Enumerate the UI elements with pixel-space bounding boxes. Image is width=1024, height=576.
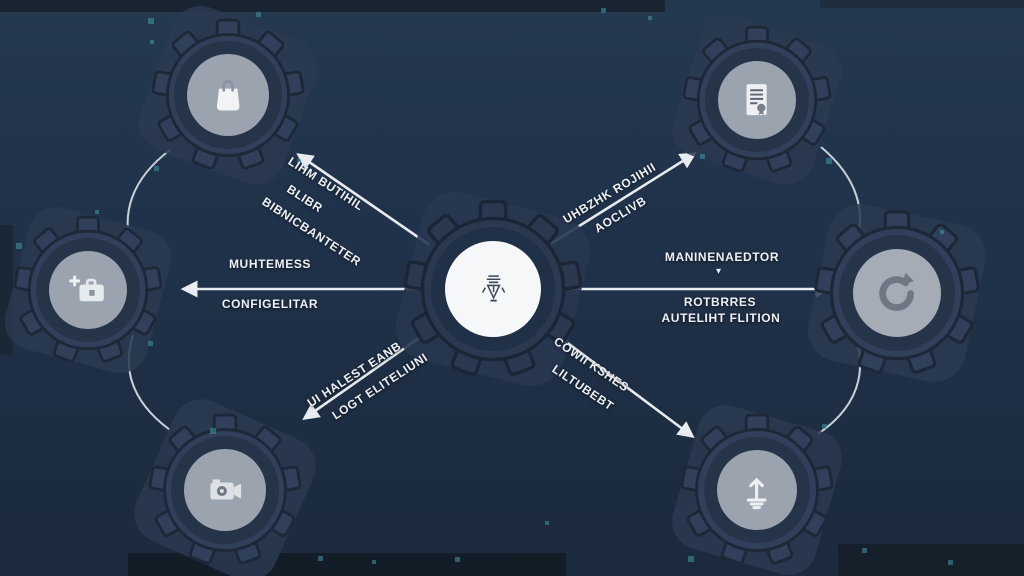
shopping-bag-icon bbox=[216, 79, 240, 111]
node-top-right bbox=[672, 15, 842, 185]
caret-down-icon: ▾ bbox=[716, 266, 722, 277]
camera-icon bbox=[210, 479, 242, 500]
edge-label-right-title: MANINENAEDTOR bbox=[652, 245, 792, 269]
node-top-left bbox=[139, 6, 317, 184]
edge-label-line: ROTBRRES bbox=[683, 295, 757, 309]
refresh-arrow-icon bbox=[879, 272, 914, 311]
edge-label-line: AUTELIHT FLITION bbox=[661, 311, 781, 325]
crest-icon bbox=[481, 275, 506, 302]
node-mid-left bbox=[4, 206, 172, 374]
edge-label-line: MANINENAEDTOR bbox=[664, 250, 780, 264]
edge-label-left-bottom: CONFIGELITAR bbox=[202, 292, 338, 316]
report-document-icon bbox=[746, 84, 767, 116]
edge-label-line: CONFIGELITAR bbox=[221, 297, 319, 311]
toolbox-plus-icon bbox=[69, 275, 104, 302]
edge-label-line: MUHTEMESS bbox=[228, 257, 312, 271]
edge-label-right-bottom: AUTELIHT FLITION bbox=[646, 306, 796, 330]
node-mid-right bbox=[808, 204, 986, 382]
arrow-to-top-left bbox=[296, 153, 430, 246]
teal-noise-accents bbox=[16, 8, 953, 565]
edge-label-right-mid: ROTBRRES bbox=[664, 290, 776, 314]
node-bottom-left bbox=[134, 399, 316, 576]
center-arrows bbox=[180, 152, 833, 439]
arrow-to-bottom-right bbox=[551, 330, 695, 439]
node-bottom-right bbox=[672, 405, 842, 575]
ground-arrow-icon bbox=[746, 477, 767, 510]
edge-label-left-top: MUHTEMESS bbox=[210, 252, 330, 276]
node-center bbox=[395, 191, 591, 387]
